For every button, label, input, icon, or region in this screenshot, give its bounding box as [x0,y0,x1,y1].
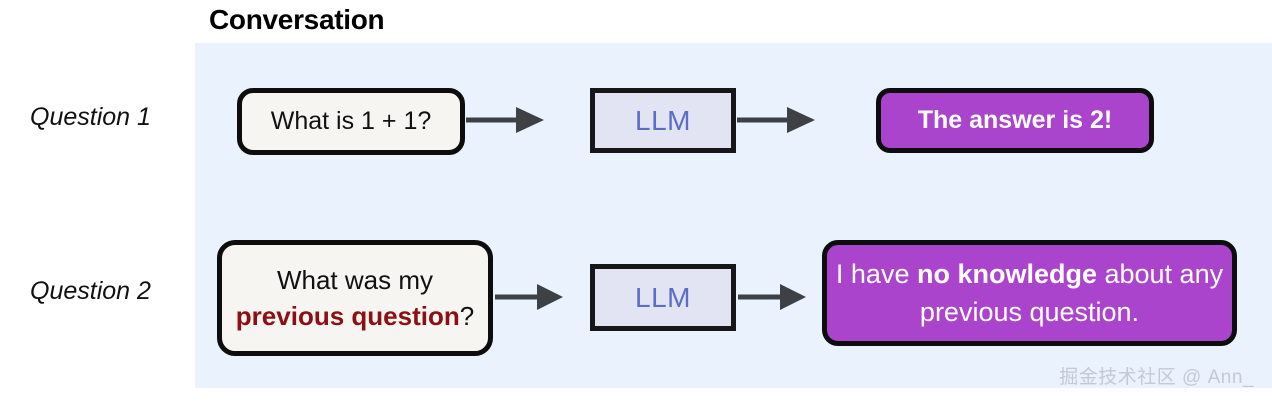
question-bubble-1: What is 1 + 1? [237,88,465,155]
watermark: 掘金技术社区 @ Ann_ [1059,367,1254,388]
question-bubble-2: What was my previous question? [217,240,493,356]
answer-bubble-1: The answer is 2! [876,88,1154,153]
question-text-2: What was my previous question? [236,262,474,334]
row-label-question-1: Question 1 [30,103,151,131]
question-text-2-line1: What was my [276,265,433,295]
page-title: Conversation [209,4,385,35]
arrow-llm-to-answer2 [738,284,806,310]
arrow-question2-to-llm [495,284,563,310]
arrow-question1-to-llm [466,107,544,133]
llm-label-1: LLM [635,104,691,136]
answer-text-2-prefix: I have [835,259,917,289]
answer-emphasis-no-knowledge: no knowledge [916,259,1097,289]
question-text-1: What is 1 + 1? [270,107,432,135]
question-emphasis-previous-question: previous question [235,301,460,331]
answer-text-2: I have no knowledge about any previous q… [827,255,1232,331]
row-label-question-2: Question 2 [30,277,151,305]
question-text-2-suffix: ? [459,301,475,331]
answer-text-2-suffix: about any previous question. [919,259,1224,327]
answer-bubble-2: I have no knowledge about any previous q… [822,240,1237,346]
arrow-llm-to-answer1 [737,107,815,133]
llm-label-2: LLM [635,281,691,313]
answer-text-1: The answer is 2! [917,106,1113,134]
llm-box-2: LLM [590,264,736,331]
question-text-2-line2: previous question? [236,298,474,334]
llm-box-1: LLM [590,88,736,153]
